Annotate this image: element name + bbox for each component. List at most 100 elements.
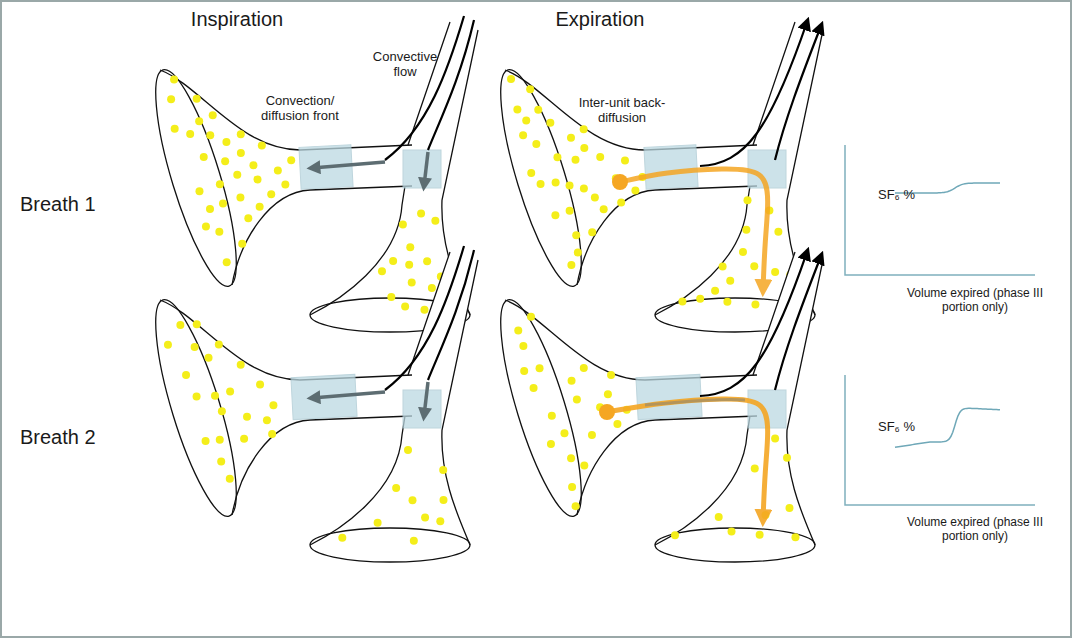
gas-particle <box>164 341 172 349</box>
gas-particle <box>566 181 574 189</box>
gas-particle <box>572 502 580 510</box>
gas-particle <box>237 130 245 138</box>
gas-particle <box>588 431 596 439</box>
gas-particle <box>193 392 201 400</box>
gas-particle <box>726 277 734 285</box>
annotation: Volume expired (phase III portion only) <box>890 516 1060 544</box>
gas-particle <box>249 161 257 169</box>
gas-particle <box>621 157 629 165</box>
gas-particle <box>771 435 779 443</box>
gas-particle <box>715 513 723 521</box>
gas-particle <box>600 205 608 213</box>
gas-particle <box>423 257 431 265</box>
gas-particle <box>553 153 561 161</box>
gas-particle <box>527 313 535 321</box>
gas-particle <box>568 483 576 491</box>
gas-particle <box>287 156 295 164</box>
gas-particle <box>696 295 704 303</box>
gas-particle <box>405 261 413 269</box>
gas-particle <box>406 243 414 251</box>
gas-particle <box>206 205 214 213</box>
gas-particle <box>574 249 582 257</box>
gas-particle <box>338 534 346 542</box>
gas-particle <box>771 268 779 276</box>
gas-particle <box>240 435 248 443</box>
back-diffusion-origin <box>612 174 628 190</box>
gas-particle <box>428 284 436 292</box>
gas-particle <box>756 531 764 539</box>
gas-particle <box>167 95 175 103</box>
gas-particle <box>613 420 621 428</box>
gas-particle <box>421 514 429 522</box>
gas-particle <box>520 367 528 375</box>
gas-particle <box>417 210 425 218</box>
annotation: SF₆ % <box>878 188 938 203</box>
gas-particle <box>254 175 262 183</box>
gas-particle <box>420 306 428 314</box>
gas-particle <box>205 354 213 362</box>
gas-particle <box>258 141 266 149</box>
gas-particle <box>566 207 574 215</box>
gas-particle <box>532 140 540 148</box>
gas-particle <box>548 412 556 420</box>
gas-particle <box>193 95 201 103</box>
gas-particle <box>537 180 545 188</box>
row-heading: Breath 2 <box>20 426 110 449</box>
gas-particle <box>783 454 791 462</box>
gas-particle <box>751 465 759 473</box>
back-diffusion-arrow <box>620 169 768 290</box>
gas-particle <box>221 157 229 165</box>
gas-particle <box>519 131 527 139</box>
gas-particle <box>568 377 576 385</box>
gas-particle <box>596 153 604 161</box>
gas-particle <box>751 301 759 309</box>
gas-particle <box>404 446 412 454</box>
gas-particle <box>193 320 201 328</box>
gas-particle <box>742 226 750 234</box>
back-diffusion-arrow <box>607 399 768 520</box>
gas-particle <box>399 220 407 228</box>
gas-particle <box>739 248 747 256</box>
gas-particle <box>195 187 203 195</box>
column-heading: Inspiration <box>182 8 292 31</box>
gas-particle <box>202 222 210 230</box>
gas-particle <box>200 153 208 161</box>
gas-particle <box>215 341 223 349</box>
gas-particle <box>216 180 224 188</box>
gas-particle <box>233 171 241 179</box>
annotation: Volume expired (phase III portion only) <box>890 287 1060 315</box>
gas-particle <box>572 156 580 164</box>
gas-particle <box>567 454 575 462</box>
gas-particle <box>552 179 560 187</box>
gas-particle <box>226 387 234 395</box>
gas-particle <box>580 461 588 469</box>
gas-particle <box>410 537 418 545</box>
gas-particle <box>216 436 224 444</box>
gas-particle <box>256 203 264 211</box>
gas-particle <box>774 228 782 236</box>
gas-particle <box>678 298 686 306</box>
gas-particle <box>750 262 758 270</box>
gas-particle <box>711 287 719 295</box>
gas-particle <box>211 392 219 400</box>
gas-particle <box>534 106 542 114</box>
lung-units <box>140 246 478 562</box>
gas-particle <box>514 327 522 335</box>
gas-particle <box>238 240 246 248</box>
gas-particle <box>507 75 515 83</box>
gas-particle <box>728 528 736 536</box>
gas-particle <box>439 496 447 504</box>
washout-graph <box>845 145 1035 275</box>
gas-particle <box>522 117 530 125</box>
gas-particle <box>263 416 271 424</box>
back-diffusion-origin <box>599 404 615 420</box>
gas-particle <box>170 76 178 84</box>
gas-particle <box>719 263 727 271</box>
gas-particle <box>206 131 214 139</box>
gas-particle <box>281 181 289 189</box>
gas-particle <box>439 466 447 474</box>
gas-particle <box>202 437 210 445</box>
gas-particle <box>267 190 275 198</box>
